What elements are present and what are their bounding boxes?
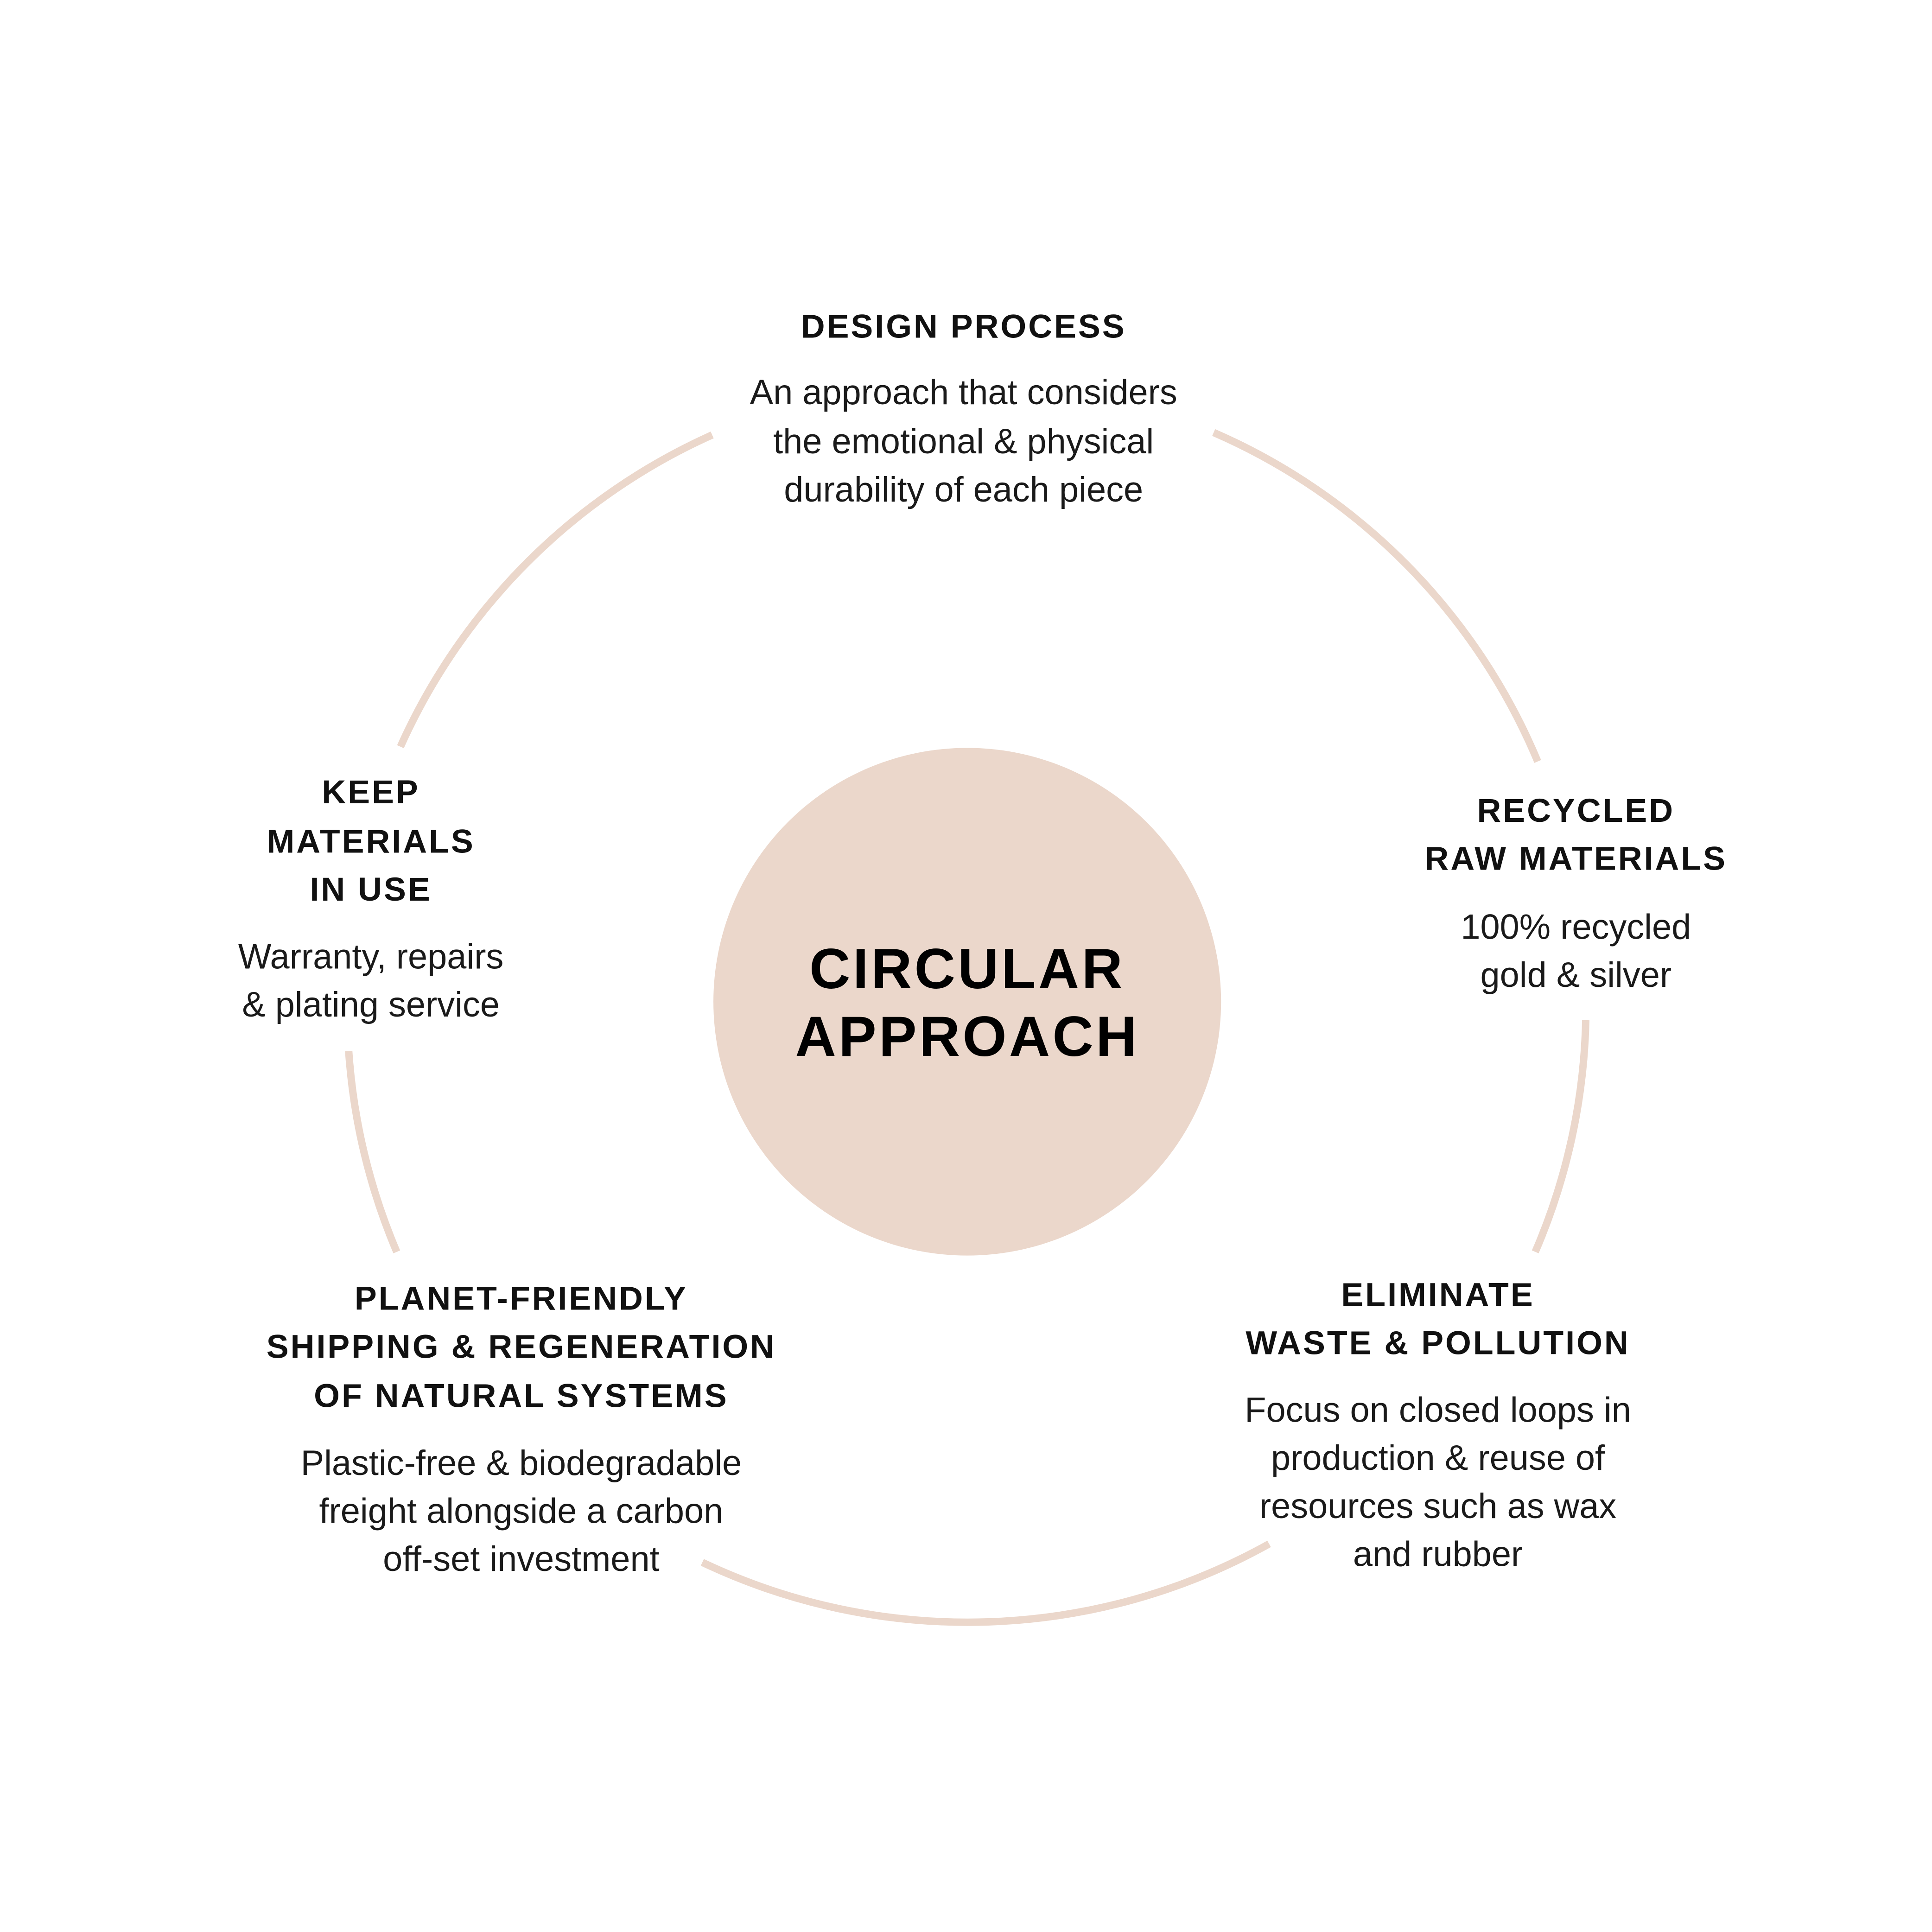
- center-circle: [713, 748, 1221, 1256]
- stage-recycled-raw-materials: RECYCLED RAW MATERIALS 100% recycled gol…: [1425, 792, 1728, 995]
- stage-title: SHIPPING & REGENERATION: [267, 1328, 776, 1365]
- stage-title: KEEP: [322, 774, 419, 811]
- center-title-line1: CIRCULAR: [809, 937, 1125, 1000]
- center-title-line2: APPROACH: [795, 1004, 1139, 1068]
- stage-description: gold & silver: [1480, 955, 1671, 995]
- stage-title: ELIMINATE: [1341, 1277, 1534, 1314]
- stage-title: RAW MATERIALS: [1425, 840, 1728, 877]
- stage-design-process: DESIGN PROCESS An approach that consider…: [750, 308, 1177, 509]
- stage-description: & plating service: [242, 985, 500, 1024]
- arc-keep-to-design: [397, 432, 714, 749]
- stage-title: MATERIALS: [267, 823, 475, 860]
- stage-description: 100% recycled: [1461, 908, 1691, 947]
- arc-design-to-recycled: [1212, 429, 1541, 763]
- stage-description: Focus on closed loops in: [1245, 1391, 1631, 1430]
- stage-description: the emotional & physical: [773, 422, 1154, 461]
- stage-title: OF NATURAL SYSTEMS: [314, 1378, 728, 1415]
- stage-title: PLANET-FRIENDLY: [355, 1280, 688, 1317]
- stage-eliminate-waste: ELIMINATE WASTE & POLLUTION Focus on clo…: [1245, 1277, 1631, 1574]
- arc-recycled-to-eliminate: [1532, 1020, 1590, 1253]
- stage-description: resources such as wax: [1259, 1487, 1617, 1526]
- stage-description: durability of each piece: [784, 470, 1143, 509]
- stage-title: IN USE: [310, 871, 432, 908]
- stage-title: WASTE & POLLUTION: [1246, 1324, 1630, 1361]
- stage-description: off-set investment: [383, 1539, 659, 1579]
- stage-description: production & reuse of: [1271, 1438, 1605, 1478]
- stage-description: Plastic-free & biodegradable: [301, 1443, 742, 1483]
- cycle-ring: [345, 429, 1590, 1626]
- stage-keep-materials-in-use: KEEP MATERIALS IN USE Warranty, repairs …: [238, 774, 503, 1024]
- stage-title: RECYCLED: [1477, 792, 1675, 829]
- stage-title: DESIGN PROCESS: [801, 308, 1126, 345]
- stage-description: Warranty, repairs: [238, 937, 503, 976]
- arc-planet-to-keep: [345, 1050, 400, 1253]
- arc-eliminate-to-planet: [700, 1540, 1271, 1626]
- stage-description: and rubber: [1353, 1535, 1523, 1574]
- stage-planet-friendly-shipping: PLANET-FRIENDLY SHIPPING & REGENERATION …: [267, 1280, 776, 1579]
- stage-description: freight alongside a carbon: [319, 1491, 724, 1531]
- stage-description: An approach that considers: [750, 373, 1177, 412]
